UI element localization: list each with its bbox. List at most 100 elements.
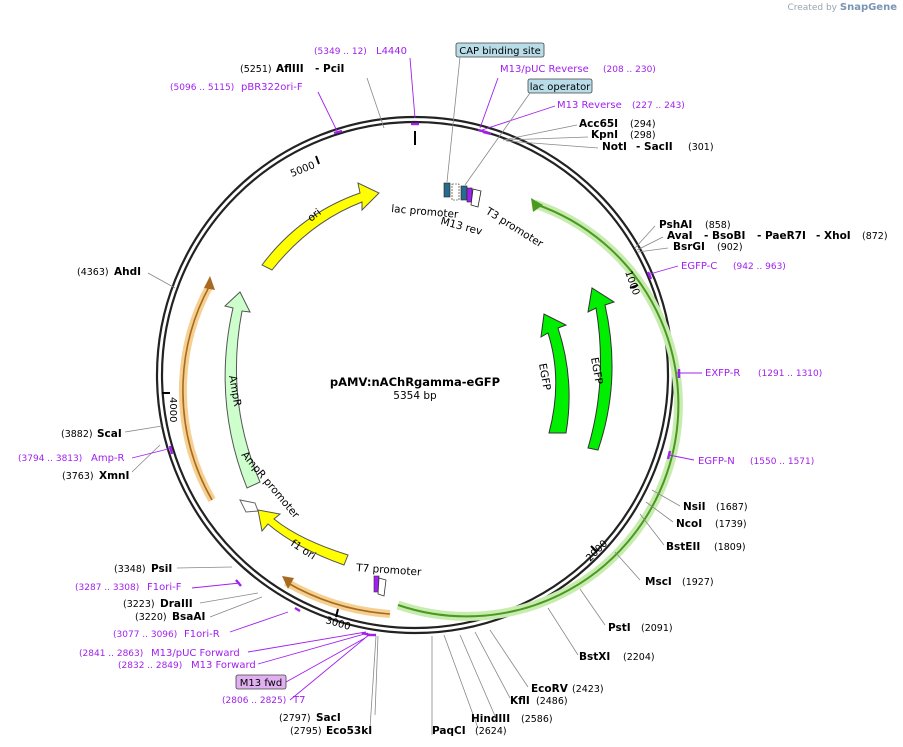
t7-label: T7	[292, 695, 305, 706]
afliii-pos: (5251)	[240, 64, 272, 75]
primer-leader-lines	[131, 57, 702, 701]
acc65i-pos: (294)	[630, 119, 656, 130]
lac-promoter-label: lac promoter	[391, 203, 460, 221]
tick-5000-mark	[315, 155, 320, 165]
enzyme-leader-lines	[124, 77, 681, 735]
ori-feature[interactable]	[261, 182, 380, 271]
bsrgi-pos: (902)	[717, 242, 743, 253]
exfp-r-label: EXFP-R	[705, 368, 740, 379]
tick-5000: 5000	[289, 160, 317, 180]
m13-reverse-pos: (227 .. 243)	[632, 101, 685, 111]
acc65i-label: Acc65I	[579, 118, 618, 130]
snapgene-credit: Created by SnapGene	[787, 2, 897, 13]
ahdi-pos: (4363)	[77, 267, 109, 278]
kfli-pos: (2486)	[536, 696, 568, 707]
paqci-pos: (2624)	[475, 726, 507, 737]
pbr322-pos: (5096 .. 5115)	[170, 83, 234, 93]
draiii-pos: (3223)	[123, 599, 155, 610]
t7-pos: (2806 .. 2825)	[222, 696, 286, 706]
hindiii-pos: (2586)	[521, 714, 553, 725]
egfp-outer-feature[interactable]	[587, 287, 616, 451]
sacii-label: - SacII	[636, 141, 673, 153]
ampr-label: AmpR	[226, 374, 243, 407]
m13-fwd-leader	[285, 637, 366, 683]
lac-operator-box[interactable]	[527, 78, 593, 94]
kpni-pos: (298)	[630, 130, 656, 141]
msci-pos: (1927)	[682, 577, 714, 588]
ampr-feature[interactable]	[223, 291, 261, 489]
lac-promoter-feature[interactable]	[451, 183, 460, 201]
bstxi-label: BstXI	[579, 651, 610, 663]
draiii-label: DraIII	[160, 598, 193, 610]
cap-binding-site-label: CAP binding site	[459, 46, 541, 57]
m13-rev-label: M13 rev	[439, 215, 483, 238]
sacii-pos: (301)	[688, 142, 714, 153]
exfp-r-pos: (1291 .. 1310)	[758, 369, 822, 379]
lac-operator-feature[interactable]	[460, 185, 468, 201]
t7-promoter-feature[interactable]	[377, 577, 387, 597]
egfp-region-arrowhead	[531, 198, 543, 212]
m13puc-fwd-label: M13/pUC Forward	[151, 648, 240, 659]
pcii-label: - PciI	[315, 63, 344, 75]
t3-promoter-feature[interactable]	[470, 188, 482, 208]
egfp-c-pos: (942 .. 963)	[733, 262, 786, 272]
cap-binding-site-box[interactable]	[455, 42, 545, 58]
f1ori-r-label: F1ori-R	[184, 629, 220, 640]
bsteii-pos: (1809)	[714, 542, 746, 553]
credit-prefix: Created by	[787, 3, 837, 13]
paqci-label: PaqCI	[432, 725, 466, 737]
t7-promoter-label: T7 promoter	[355, 562, 423, 579]
m13-forward-pos: (2832 .. 2849)	[118, 661, 182, 671]
egfp-inner-label: EGFP	[536, 362, 553, 391]
ampr-promoter-feature[interactable]	[239, 499, 259, 513]
m13-reverse-label: M13 Reverse	[557, 100, 622, 111]
saci-label: SacI	[316, 712, 341, 724]
bsaai-pos: (3220)	[135, 612, 167, 623]
tick-1000-mark	[629, 284, 639, 289]
egfp-region-highlight	[396, 199, 683, 621]
pshai-pos: (858)	[705, 220, 731, 231]
egfp-region-line	[397, 203, 680, 618]
psti-label: PstI	[608, 622, 631, 634]
backbone-inner	[160, 120, 670, 630]
kfli-label: KflI	[510, 695, 530, 707]
ecorv-label: EcoRV	[531, 683, 569, 695]
lac-operator-label: lac operator	[530, 82, 591, 93]
nsii-pos: (1687)	[716, 502, 748, 513]
egfp-n-pos: (1550 .. 1571)	[750, 457, 814, 467]
noti-label: NotI	[602, 141, 627, 153]
m13puc-rev-pos: (208 .. 230)	[603, 65, 656, 75]
cap-binding-site-feature[interactable]	[443, 182, 451, 198]
egfp-c-label: EGFP-C	[681, 261, 717, 272]
xmni-label: XmnI	[99, 470, 129, 482]
snapgene-logo: SnapGene	[839, 2, 897, 13]
ampr-cds-line	[182, 284, 213, 501]
tick-4000: 4000	[167, 397, 178, 422]
ecorv-pos: (2423)	[572, 684, 604, 695]
bsobi-label: - BsoBI	[704, 230, 745, 242]
egfp-inner-feature[interactable]	[540, 313, 570, 434]
psii-pos: (3348)	[114, 564, 146, 575]
egfp-outer-label: EGFP	[588, 356, 605, 385]
eco53ki-pos: (2795)	[290, 726, 322, 737]
ncoi-pos: (1739)	[715, 519, 747, 530]
saci-pos: (2797)	[279, 713, 311, 724]
nsii-label: NsiI	[683, 501, 706, 513]
amp-r-pos: (3794 .. 3813)	[18, 454, 82, 464]
bottom-cds-arrowhead	[282, 576, 294, 589]
cap-leader	[446, 56, 461, 183]
l4440-pos: (5349 .. 12)	[314, 47, 367, 57]
ncoi-label: NcoI	[676, 518, 702, 530]
f1ori-f-label: F1ori-F	[147, 582, 182, 593]
m13-fwd-label: M13 fwd	[240, 678, 282, 689]
amp-r-label: Amp-R	[91, 453, 125, 464]
f1-ori-feature[interactable]	[257, 509, 349, 566]
xhoi-pos: (872)	[862, 231, 888, 242]
psti-pos: (2091)	[641, 623, 673, 634]
m13puc-fwd-pos: (2841 .. 2863)	[79, 649, 143, 659]
tick-3000-mark	[335, 608, 339, 618]
bottom-cds-line	[285, 581, 391, 615]
ampr-cds-arrowhead	[204, 276, 215, 290]
scai-pos: (3882)	[61, 429, 93, 440]
